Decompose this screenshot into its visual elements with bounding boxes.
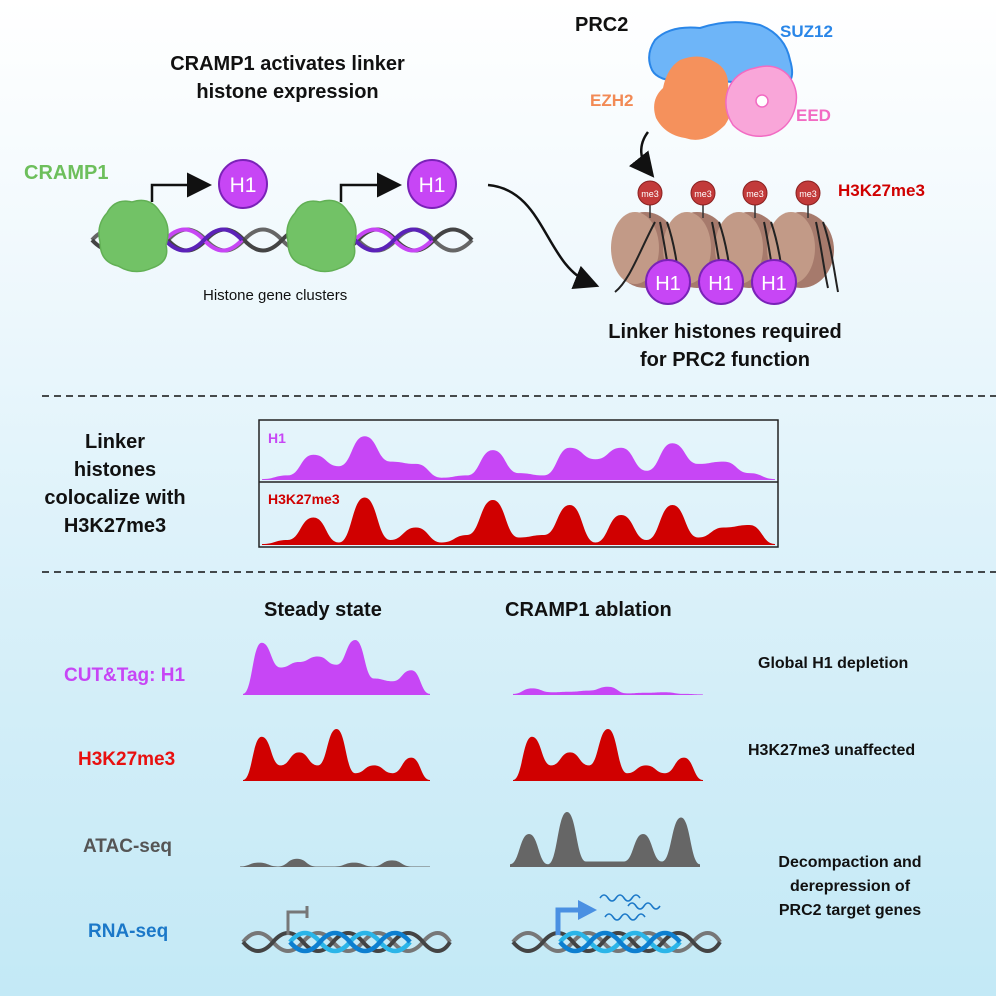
suz12-label: SUZ12 bbox=[780, 22, 833, 41]
top-left-title-line1: CRAMP1 activates linker bbox=[170, 53, 405, 75]
outcome-decompaction: Decompaction and derepression of PRC2 ta… bbox=[740, 851, 960, 923]
colocalize-line3: colocalize with bbox=[44, 487, 186, 509]
rna-seq-dna-ablation bbox=[511, 894, 722, 954]
track-h1-ablation bbox=[513, 686, 703, 695]
colocalize-line4: H3K27me3 bbox=[63, 515, 167, 537]
track-h1-colocalization bbox=[262, 436, 775, 480]
track-h3k27me3-colocalization bbox=[262, 497, 775, 545]
svg-text:H1: H1 bbox=[419, 174, 446, 197]
track-h3k27me3-ablation bbox=[513, 729, 703, 781]
repressed-promoter-icon bbox=[286, 906, 309, 935]
row-label-h3k27me3: H3K27me3 bbox=[78, 749, 176, 770]
column-header-cramp1-ablation: CRAMP1 ablation bbox=[505, 599, 672, 621]
colocalize-line1: Linker bbox=[84, 431, 146, 453]
prc2-caption-line1: Linker histones required bbox=[608, 321, 842, 343]
cramp1-protein-1 bbox=[98, 199, 169, 273]
track-label-h3k27me3: H3K27me3 bbox=[268, 491, 340, 507]
outcome-decompaction-line1: Decompaction and bbox=[778, 854, 922, 871]
svg-text:me3: me3 bbox=[694, 189, 712, 199]
rna-transcripts-icon bbox=[599, 894, 661, 921]
track-h3k27me3-steady bbox=[243, 729, 430, 781]
me3-mark-1: me3 bbox=[637, 180, 663, 218]
outcome-decompaction-line2: derepression of bbox=[789, 878, 911, 895]
track-atac-steady bbox=[240, 858, 430, 867]
prc2-caption-line2: for PRC2 function bbox=[640, 349, 810, 371]
transcription-arrow-2 bbox=[339, 172, 402, 202]
column-header-steady-state: Steady state bbox=[264, 599, 382, 621]
h3k27me3-label-top: H3K27me3 bbox=[838, 181, 925, 200]
svg-text:me3: me3 bbox=[799, 189, 817, 199]
colocalize-label: Linker histones colocalize with H3K27me3 bbox=[30, 428, 200, 540]
cramp1-protein-2 bbox=[286, 199, 357, 273]
outcome-h3k27me3-unaffected: H3K27me3 unaffected bbox=[748, 742, 916, 759]
ezh2-label: EZH2 bbox=[590, 91, 634, 110]
row-label-cut-tag-h1: CUT&Tag: H1 bbox=[64, 665, 186, 686]
prc2-label: PRC2 bbox=[575, 14, 629, 36]
track-h1-steady bbox=[243, 640, 430, 695]
h1-linker-1: H1 bbox=[645, 259, 691, 305]
top-left-title-line2: histone expression bbox=[196, 81, 379, 103]
track-atac-ablation bbox=[510, 812, 700, 867]
svg-text:H1: H1 bbox=[708, 273, 734, 295]
eed-subunit bbox=[725, 65, 798, 137]
outcome-decompaction-line3: PRC2 target genes bbox=[778, 902, 922, 919]
active-promoter-arrow-icon bbox=[555, 907, 580, 935]
svg-text:H1: H1 bbox=[655, 273, 681, 295]
me3-mark-4: me3 bbox=[795, 180, 821, 218]
ezh2-subunit bbox=[654, 56, 733, 140]
h1-badge-1: H1 bbox=[218, 159, 268, 209]
transcription-arrow-1 bbox=[150, 172, 212, 202]
outcome-global-h1-depletion: Global H1 depletion bbox=[758, 655, 909, 672]
h1-linker-2: H1 bbox=[698, 259, 744, 305]
histone-gene-clusters-caption: Histone gene clusters bbox=[203, 287, 348, 304]
svg-text:H1: H1 bbox=[230, 174, 257, 197]
svg-text:me3: me3 bbox=[746, 189, 764, 199]
track-label-h1: H1 bbox=[268, 430, 286, 446]
svg-text:H1: H1 bbox=[761, 273, 787, 295]
svg-text:me3: me3 bbox=[641, 189, 659, 199]
track-box bbox=[258, 419, 779, 548]
me3-mark-3: me3 bbox=[742, 180, 768, 218]
cramp1-label: CRAMP1 bbox=[24, 162, 109, 184]
curved-arrow-to-chromatin bbox=[487, 183, 600, 290]
h1-linker-3: H1 bbox=[751, 259, 797, 305]
top-left-title: CRAMP1 activates linker histone expressi… bbox=[110, 50, 465, 106]
h1-linker-badges: H1 H1 H1 bbox=[645, 259, 797, 305]
coverage-tracks bbox=[240, 436, 775, 867]
eed-label: EED bbox=[796, 106, 831, 125]
colocalize-line2: histones bbox=[73, 459, 157, 481]
me3-marks: me3 me3 me3 me3 bbox=[637, 180, 821, 218]
row-label-rna-seq: RNA-seq bbox=[88, 921, 169, 942]
prc2-function-caption: Linker histones required for PRC2 functi… bbox=[560, 318, 890, 374]
me3-mark-2: me3 bbox=[690, 180, 716, 218]
row-label-atac-seq: ATAC-seq bbox=[83, 836, 173, 857]
prc2-to-chromatin-arrow bbox=[628, 131, 655, 178]
h1-badge-2: H1 bbox=[407, 159, 457, 209]
rna-seq-dna-steady bbox=[241, 906, 452, 954]
